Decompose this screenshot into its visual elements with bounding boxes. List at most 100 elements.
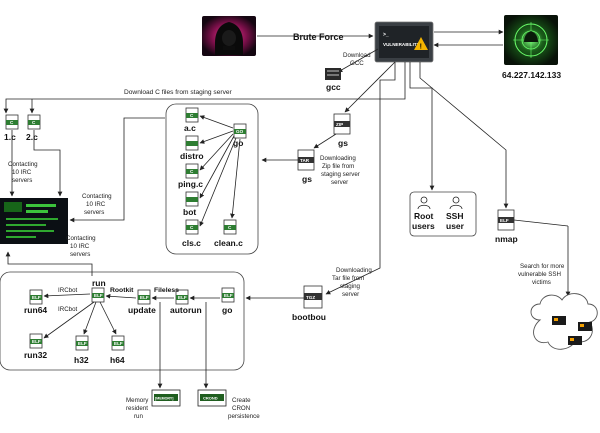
file-run: ELF: [91, 287, 105, 303]
ircbot-label-2: IRCbot: [58, 306, 78, 313]
svg-text:10 IRC: 10 IRC: [86, 201, 106, 208]
svg-text:Downloading: Downloading: [336, 267, 372, 274]
ssh-user-icon: [449, 196, 463, 210]
svg-text:victims: victims: [532, 279, 551, 286]
svg-text:Tar file from: Tar file from: [332, 275, 364, 282]
file-h64-label: h64: [110, 355, 125, 365]
users-box: [409, 191, 477, 237]
c2-ip-label: 64.227.142.133: [502, 70, 561, 80]
svg-text:Memory: Memory: [126, 397, 149, 404]
file-update-label: update: [128, 305, 156, 315]
svg-text:ELF: ELF: [94, 293, 103, 298]
file-pingc: C: [185, 163, 199, 179]
file-run64: ELF: [29, 289, 43, 305]
file-1c-label: 1.c: [4, 132, 16, 142]
svg-text:Downloading: Downloading: [320, 155, 356, 162]
memory-resident-icon: [MEMORY]: [151, 389, 181, 407]
edge-vuln-to-gcc: [337, 48, 379, 73]
file-cleanc-label: clean.c: [214, 238, 243, 248]
file-autorun-label: autorun: [170, 305, 202, 315]
svg-text:TGZ: TGZ: [306, 295, 315, 300]
svg-text:C: C: [190, 113, 194, 118]
zip-gs-label: gs: [338, 138, 348, 148]
edge-vuln-to-bootbou: [325, 62, 396, 295]
file-clsc-label: cls.c: [182, 238, 201, 248]
file-cleanc: C: [223, 219, 237, 235]
c-files-group: [165, 103, 259, 255]
svg-text:Search for more: Search for more: [520, 263, 565, 270]
svg-text:TAR: TAR: [300, 158, 310, 163]
edge-vuln-to-zip: [344, 61, 396, 113]
file-go-bottom-label: go: [222, 305, 232, 315]
file-2c-label: 2.c: [26, 132, 38, 142]
hacker-node: [202, 16, 256, 56]
svg-text:GCC: GCC: [350, 60, 364, 67]
svg-text:persistence: persistence: [228, 413, 260, 420]
c2-server-node: [504, 15, 558, 65]
edge-vuln-to-users: [409, 62, 435, 191]
file-run32-label: run32: [24, 350, 47, 360]
file-pingc-label: ping.c: [178, 179, 203, 189]
svg-text:resident: resident: [126, 405, 148, 412]
edge-vuln-to-nmap: [419, 62, 509, 209]
fileless-label: Fileless: [154, 287, 179, 294]
svg-text:ELF: ELF: [78, 341, 87, 346]
users-label: users: [412, 221, 435, 231]
svg-text:staging: staging: [340, 283, 361, 290]
svg-text:Zip file from: Zip file from: [322, 163, 354, 170]
ssh-label: SSH: [446, 211, 463, 221]
svg-text:ELF: ELF: [32, 339, 41, 344]
edge-zip-to-tar: [313, 133, 337, 149]
svg-text:10 IRC: 10 IRC: [12, 169, 32, 176]
svg-text:ELF: ELF: [224, 293, 233, 298]
rootkit-label: Rootkit: [110, 287, 134, 294]
edge-2c-to-terminal: [33, 130, 63, 197]
svg-text:Contacting: Contacting: [82, 193, 112, 200]
svg-text:GO: GO: [236, 129, 244, 134]
root-label: Root: [414, 211, 434, 221]
svg-text:servers: servers: [70, 251, 90, 258]
svg-text:C: C: [190, 225, 194, 230]
nmap-label: nmap: [495, 234, 518, 244]
svg-text:servers: servers: [12, 177, 32, 184]
svg-text:>_: >_: [383, 32, 389, 38]
download-c-files-label: Download C files from staging server: [124, 89, 233, 96]
file-clsc: C: [185, 219, 199, 235]
svg-text:ELF: ELF: [178, 295, 187, 300]
svg-text:staging server: staging server: [321, 171, 360, 178]
svg-text:ELF: ELF: [114, 341, 123, 346]
file-h32-label: h32: [74, 355, 89, 365]
vulnerability-node: >_ VULNERABILITY !: [374, 21, 434, 63]
svg-text:ELF: ELF: [140, 295, 149, 300]
file-2c: C: [27, 114, 41, 130]
ssh-user-label: user: [446, 221, 465, 231]
file-h64: ELF: [111, 335, 125, 351]
victims-cloud: [530, 293, 598, 350]
svg-text:Contacting: Contacting: [8, 161, 38, 168]
edge-cfiles-to-terminal: [69, 117, 165, 223]
file-update: ELF: [137, 289, 151, 305]
file-h32: ELF: [75, 335, 89, 351]
svg-text:CROND: CROND: [203, 396, 218, 401]
file-go-top: GO: [233, 123, 247, 139]
edge-run-to-terminal: [5, 251, 93, 276]
file-ac: C: [185, 107, 199, 123]
bootbou-file: TGZ: [303, 285, 323, 309]
svg-text:ZIP: ZIP: [336, 122, 343, 127]
file-go-top-label: go: [233, 138, 243, 148]
svg-text:ELF: ELF: [32, 295, 41, 300]
svg-text:CRON: CRON: [232, 405, 250, 412]
svg-text:10 IRC: 10 IRC: [70, 243, 90, 250]
file-run32: ELF: [29, 333, 43, 349]
svg-text:Contacting: Contacting: [66, 235, 96, 242]
svg-text:ELF: ELF: [500, 218, 509, 223]
vulnerability-text: VULNERABILITY: [383, 42, 420, 47]
svg-text:[MEMORY]: [MEMORY]: [155, 397, 173, 401]
svg-text:server: server: [331, 179, 348, 186]
brute-force-label: Brute Force: [293, 32, 344, 42]
svg-text:run: run: [134, 413, 144, 420]
svg-text:server: server: [342, 291, 359, 298]
svg-text:C: C: [190, 169, 194, 174]
warning-icon: [414, 37, 428, 50]
irc-terminal-screen: [0, 198, 68, 244]
